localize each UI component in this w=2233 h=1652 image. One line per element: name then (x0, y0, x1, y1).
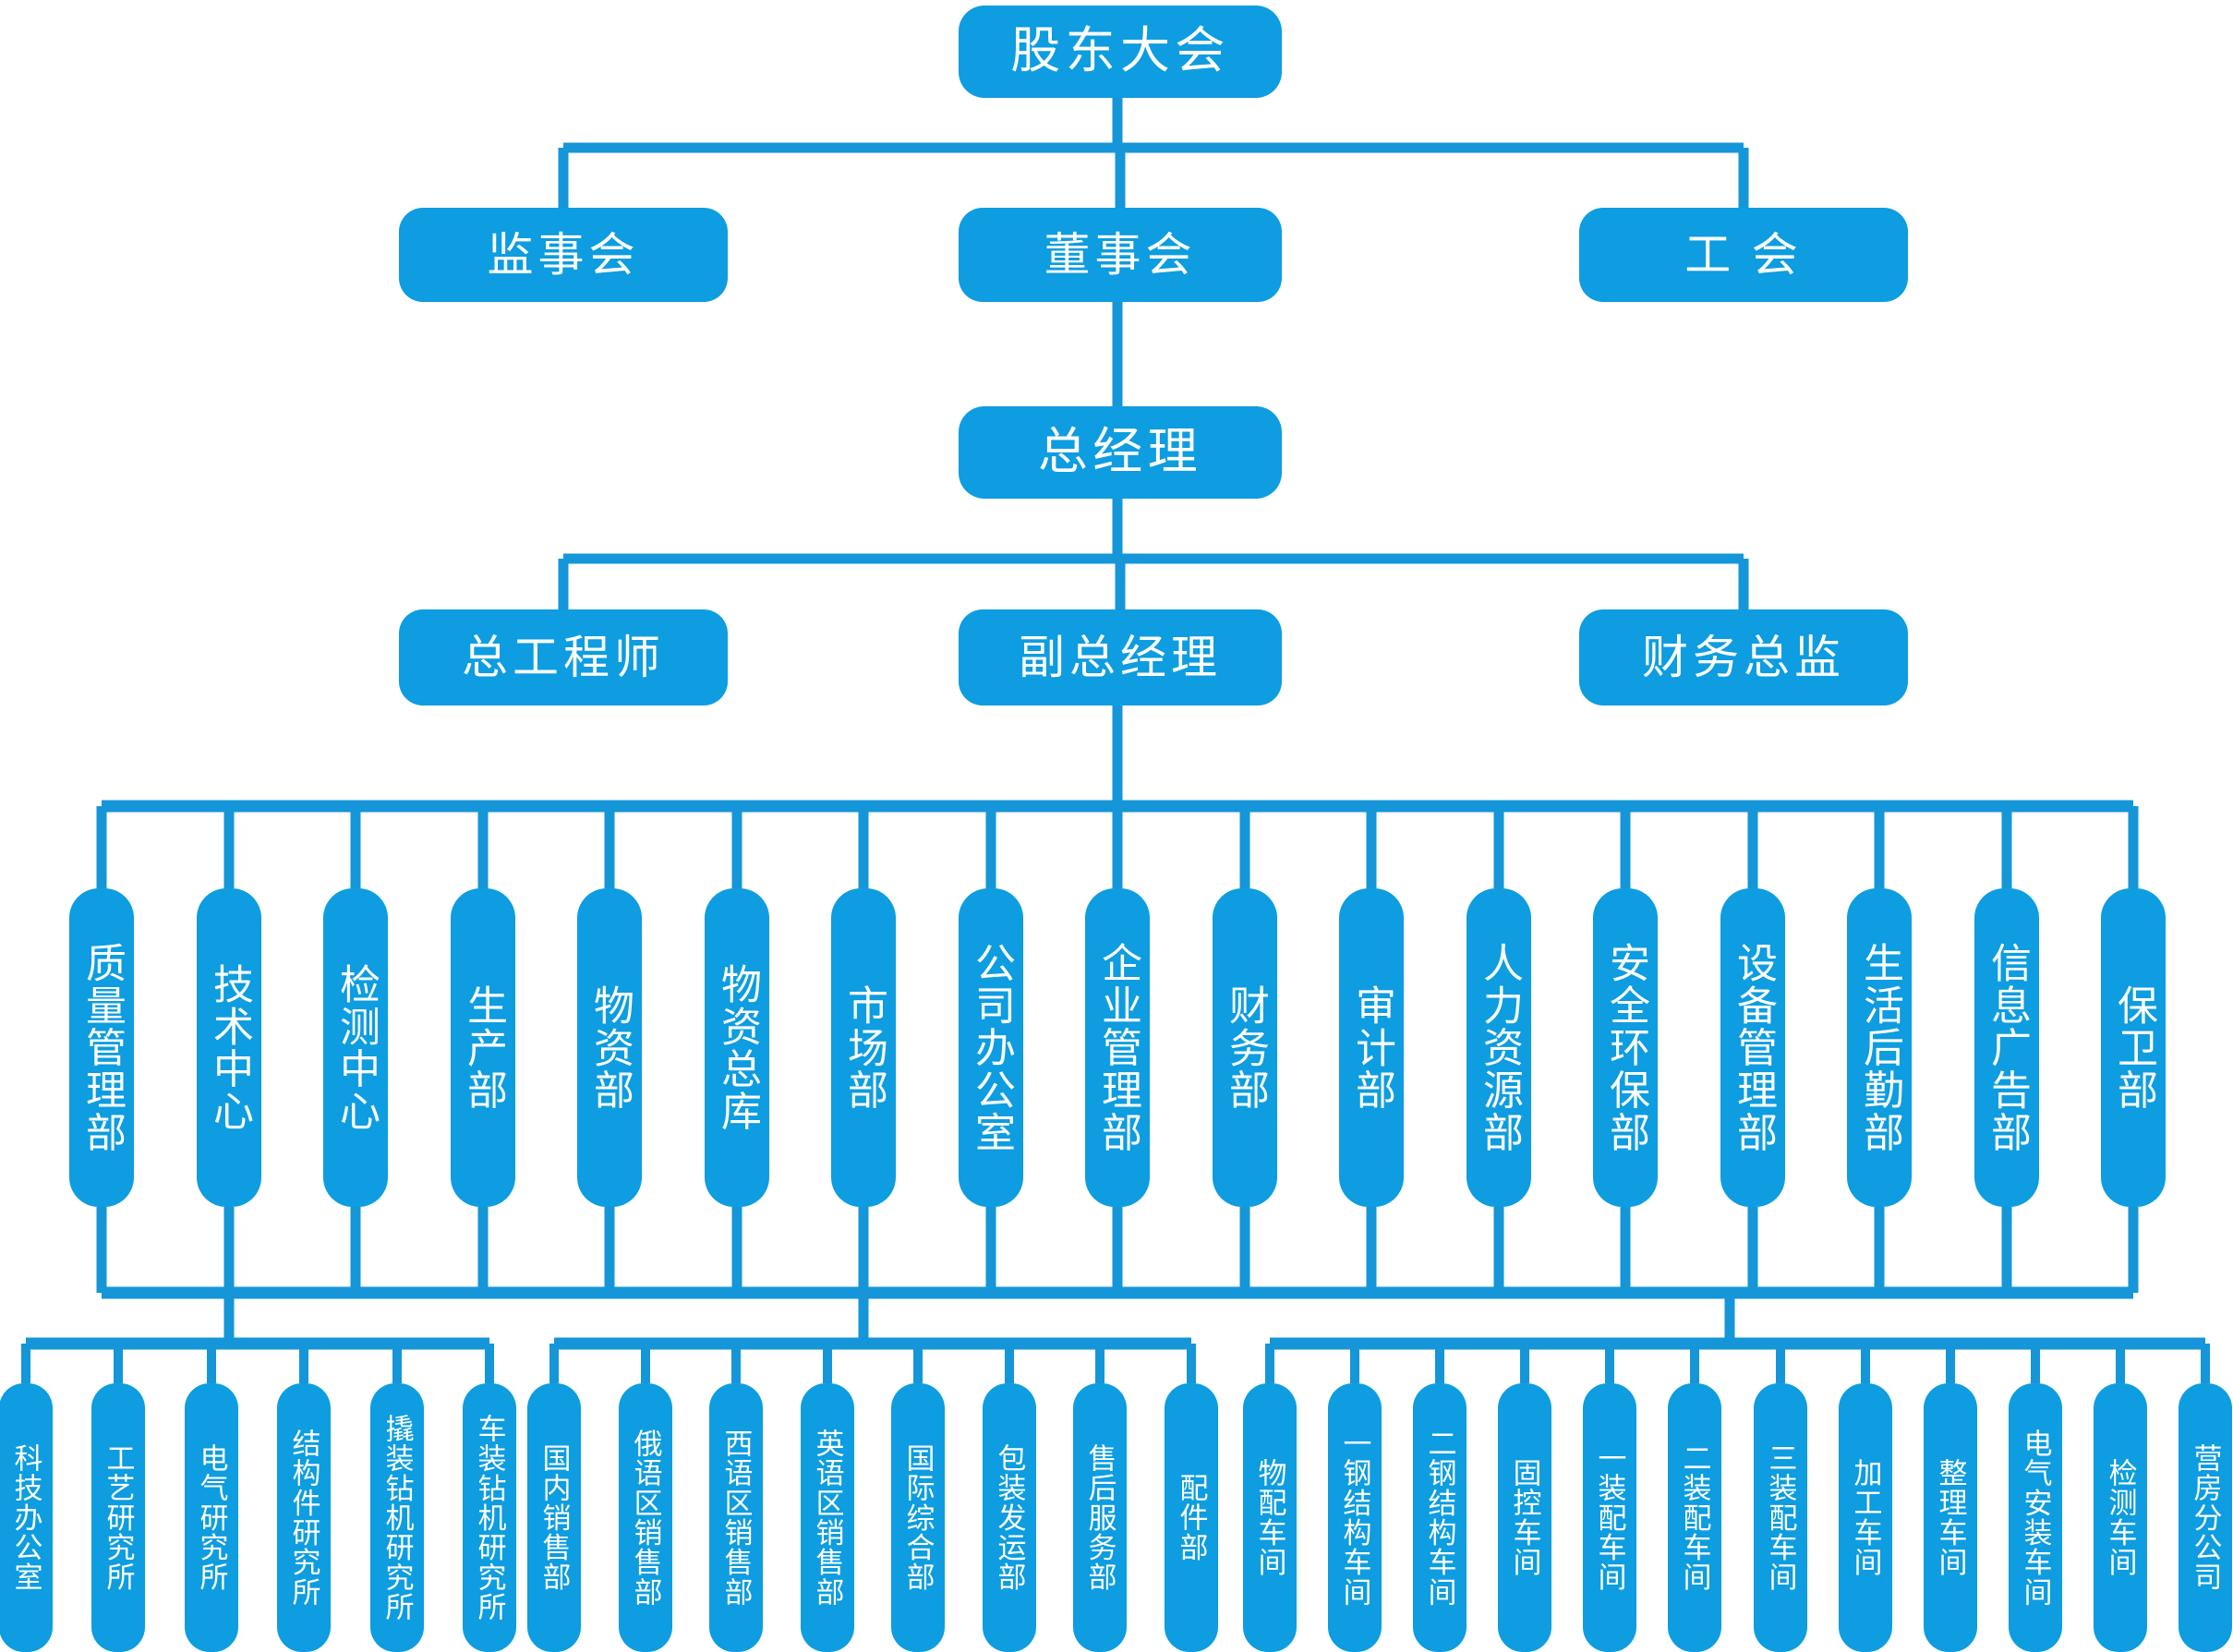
department-10-box[interactable] (1339, 888, 1404, 1207)
node-level4-1-box[interactable] (959, 609, 1282, 705)
subnode-production-workshops-9-box[interactable] (2009, 1383, 2062, 1652)
subnode-production-workshops-7-box[interactable] (1839, 1383, 1892, 1652)
subnode-sales-departments-0-box[interactable] (527, 1383, 581, 1652)
subnode-sales-departments-1-box[interactable] (619, 1383, 672, 1652)
subnode-production-workshops-8-box[interactable] (1924, 1383, 1977, 1652)
department-7-box[interactable] (959, 888, 1023, 1207)
subnode-sales-departments-2-box[interactable] (709, 1383, 763, 1652)
department-15-box[interactable] (1974, 888, 2039, 1207)
subnode-sales-departments-5-box[interactable] (983, 1383, 1036, 1652)
subnode-production-workshops-2-box[interactable] (1413, 1383, 1467, 1652)
node-level2-2-box[interactable] (1579, 208, 1908, 302)
subnode-production-workshops-5-box[interactable] (1668, 1383, 1721, 1652)
department-2-box[interactable] (323, 888, 388, 1207)
department-12-box[interactable] (1593, 888, 1658, 1207)
department-16-box[interactable] (2101, 888, 2166, 1207)
department-8-box[interactable] (1085, 888, 1150, 1207)
node-level2-1-box[interactable] (959, 208, 1282, 302)
subnode-production-workshops-10-box[interactable] (2094, 1383, 2147, 1652)
subnode-production-workshops-3-box[interactable] (1498, 1383, 1551, 1652)
department-6-box[interactable] (831, 888, 896, 1207)
subnode-production-workshops-1-box[interactable] (1328, 1383, 1382, 1652)
node-level4-2-box[interactable] (1579, 609, 1908, 705)
subnode-technology-institutes-0-box[interactable] (0, 1383, 53, 1652)
department-4-box[interactable] (577, 888, 642, 1207)
subnode-technology-institutes-5-box[interactable] (463, 1383, 516, 1652)
department-14-box[interactable] (1847, 888, 1912, 1207)
subnode-technology-institutes-3-box[interactable] (277, 1383, 331, 1652)
department-13-box[interactable] (1720, 888, 1785, 1207)
department-9-box[interactable] (1213, 888, 1277, 1207)
subnode-production-workshops-11-box[interactable] (2179, 1383, 2232, 1652)
subnode-production-workshops-4-box[interactable] (1583, 1383, 1636, 1652)
subnode-sales-departments-6-box[interactable] (1073, 1383, 1127, 1652)
subnode-sales-departments-7-box[interactable] (1165, 1383, 1218, 1652)
subnode-technology-institutes-2-box[interactable] (185, 1383, 238, 1652)
subnode-technology-institutes-1-box[interactable] (91, 1383, 145, 1652)
subnode-production-workshops-6-box[interactable] (1754, 1383, 1807, 1652)
node-level2-0-box[interactable] (399, 208, 728, 302)
department-3-box[interactable] (451, 888, 515, 1207)
department-5-box[interactable] (705, 888, 769, 1207)
department-11-box[interactable] (1467, 888, 1531, 1207)
subnode-production-workshops-0-box[interactable] (1243, 1383, 1297, 1652)
node-general-manager-box[interactable] (959, 406, 1282, 499)
subnode-sales-departments-4-box[interactable] (891, 1383, 945, 1652)
department-1-box[interactable] (197, 888, 261, 1207)
node-level4-0-box[interactable] (399, 609, 728, 705)
connector-lines (21, 98, 2210, 1383)
department-0-box[interactable] (69, 888, 134, 1207)
node-shareholders-meeting-box[interactable] (959, 6, 1282, 98)
subnode-technology-institutes-4-box[interactable] (370, 1383, 424, 1652)
subnode-sales-departments-3-box[interactable] (801, 1383, 854, 1652)
node-boxes (0, 6, 2232, 1652)
